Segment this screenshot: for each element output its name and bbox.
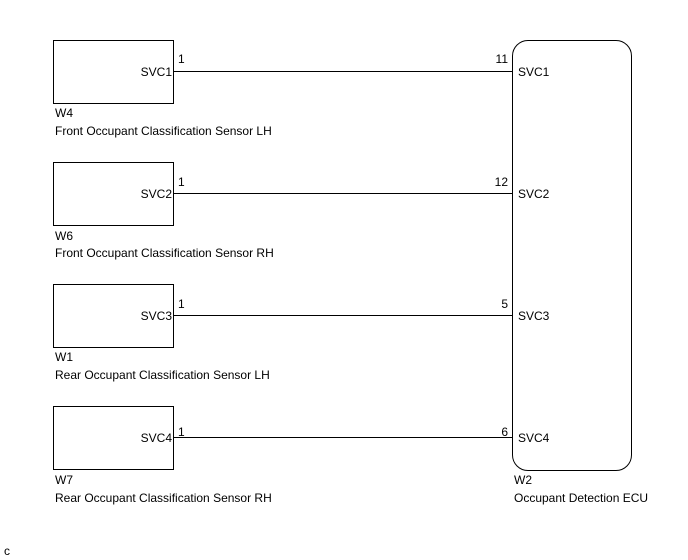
sensor-pin-number: 1 xyxy=(178,175,185,189)
ecu-pin-number: 11 xyxy=(495,52,508,66)
sensor-box-w6 xyxy=(53,162,174,226)
sensor-pin-number: 1 xyxy=(178,52,185,66)
wire-svc3 xyxy=(174,315,512,316)
sensor-code: W6 xyxy=(55,229,73,243)
wire-svc4 xyxy=(174,437,512,438)
sensor-name: Rear Occupant Classification Sensor RH xyxy=(55,491,272,505)
sensor-code: W7 xyxy=(55,473,73,487)
sensor-terminal-label: SVC2 xyxy=(140,187,172,201)
ecu-pin-number: 5 xyxy=(501,297,508,311)
ecu-name: Occupant Detection ECU xyxy=(514,491,649,505)
ecu-terminal-label: SVC4 xyxy=(518,431,550,445)
sensor-name: Front Occupant Classification Sensor LH xyxy=(55,124,272,138)
ecu-pin-number: 6 xyxy=(501,425,508,439)
ecu-terminal-label: SVC3 xyxy=(518,309,550,323)
sensor-terminal-label: SVC4 xyxy=(140,431,172,445)
sensor-code: W4 xyxy=(55,106,73,120)
sensor-pin-number: 1 xyxy=(178,425,185,439)
ecu-pin-number: 12 xyxy=(494,175,508,189)
ecu-terminal-label: SVC1 xyxy=(518,65,550,79)
sensor-name: Front Occupant Classification Sensor RH xyxy=(55,246,274,260)
sensor-terminal-label: SVC1 xyxy=(140,65,172,79)
wire-svc2 xyxy=(174,193,512,194)
ecu-box xyxy=(512,40,632,471)
sensor-box-w1 xyxy=(53,284,174,348)
footer-mark: c xyxy=(4,544,10,558)
sensor-code: W1 xyxy=(55,350,73,364)
wire-svc1 xyxy=(174,71,512,72)
sensor-box-w4 xyxy=(53,40,174,104)
sensor-terminal-label: SVC3 xyxy=(140,309,172,323)
ecu-code: W2 xyxy=(514,473,532,487)
ecu-terminal-label: SVC2 xyxy=(518,187,550,201)
sensor-pin-number: 1 xyxy=(178,297,185,311)
sensor-name: Rear Occupant Classification Sensor LH xyxy=(55,368,270,382)
sensor-box-w7 xyxy=(53,406,174,470)
